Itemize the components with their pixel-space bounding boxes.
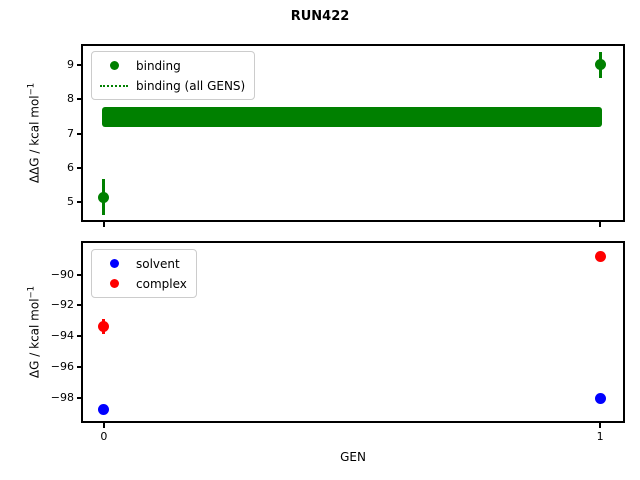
y-tick-mark xyxy=(77,98,81,101)
y-tick-mark xyxy=(77,366,81,369)
legend-item: binding xyxy=(97,56,245,75)
binding (all GENS)-legend-line-icon xyxy=(97,84,131,87)
x-tick-mark xyxy=(102,423,105,428)
y-tick-label: 6 xyxy=(67,160,74,174)
binding-all-gens-band xyxy=(101,106,603,127)
legend-item-label: binding xyxy=(136,58,181,73)
dotted-line-icon xyxy=(100,84,128,87)
y-tick-label: −90 xyxy=(50,267,74,281)
y-tick-label: 9 xyxy=(67,57,74,71)
y-tick-mark xyxy=(77,132,81,135)
legend-item-label: solvent xyxy=(136,256,180,271)
y-tick-label: −92 xyxy=(50,298,74,312)
binding-legend-dot-icon xyxy=(97,61,131,70)
legend: solvent complex xyxy=(91,249,197,298)
complex-point xyxy=(594,250,606,262)
x-tick-label: 1 xyxy=(596,430,604,443)
legend-item-label: binding (all GENS) xyxy=(136,78,246,93)
y-tick-mark xyxy=(77,166,81,169)
y-tick-mark xyxy=(77,63,81,66)
y-tick-mark xyxy=(77,273,81,276)
figure-title: RUN422 xyxy=(290,9,350,24)
solvent-point xyxy=(594,393,606,405)
y-tick-label: −96 xyxy=(50,360,74,374)
x-tick-mark xyxy=(102,222,105,227)
legend-item: binding (all GENS) xyxy=(97,76,245,95)
bottom-y-axis-label-superscript: −1 xyxy=(26,285,37,299)
x-tick-mark xyxy=(599,423,602,428)
dot-marker-icon xyxy=(109,259,119,268)
binding-point xyxy=(594,59,606,71)
legend-item: solvent xyxy=(97,254,187,273)
y-tick-label: 8 xyxy=(67,92,74,106)
binding-point xyxy=(98,191,110,203)
y-tick-mark xyxy=(77,396,81,399)
y-tick-label: −94 xyxy=(50,329,74,343)
solvent-legend-dot-icon xyxy=(97,259,131,268)
complex-point xyxy=(98,320,110,332)
y-tick-label: 5 xyxy=(67,195,74,209)
y-tick-label: 7 xyxy=(67,126,74,140)
y-tick-label: −98 xyxy=(50,390,74,404)
legend-item-label: complex xyxy=(136,276,187,291)
dot-marker-icon xyxy=(109,61,119,70)
complex-legend-dot-icon xyxy=(97,279,131,288)
legend-item: complex xyxy=(97,274,187,293)
x-axis-label: GEN xyxy=(340,450,366,464)
dot-marker-icon xyxy=(109,279,119,288)
x-tick-label: 0 xyxy=(100,430,108,443)
y-tick-mark xyxy=(77,335,81,338)
y-tick-mark xyxy=(77,201,81,204)
x-tick-mark xyxy=(599,222,602,227)
solvent-point xyxy=(98,403,110,415)
y-tick-mark xyxy=(77,304,81,307)
legend: binding binding (all GENS) xyxy=(91,51,256,100)
